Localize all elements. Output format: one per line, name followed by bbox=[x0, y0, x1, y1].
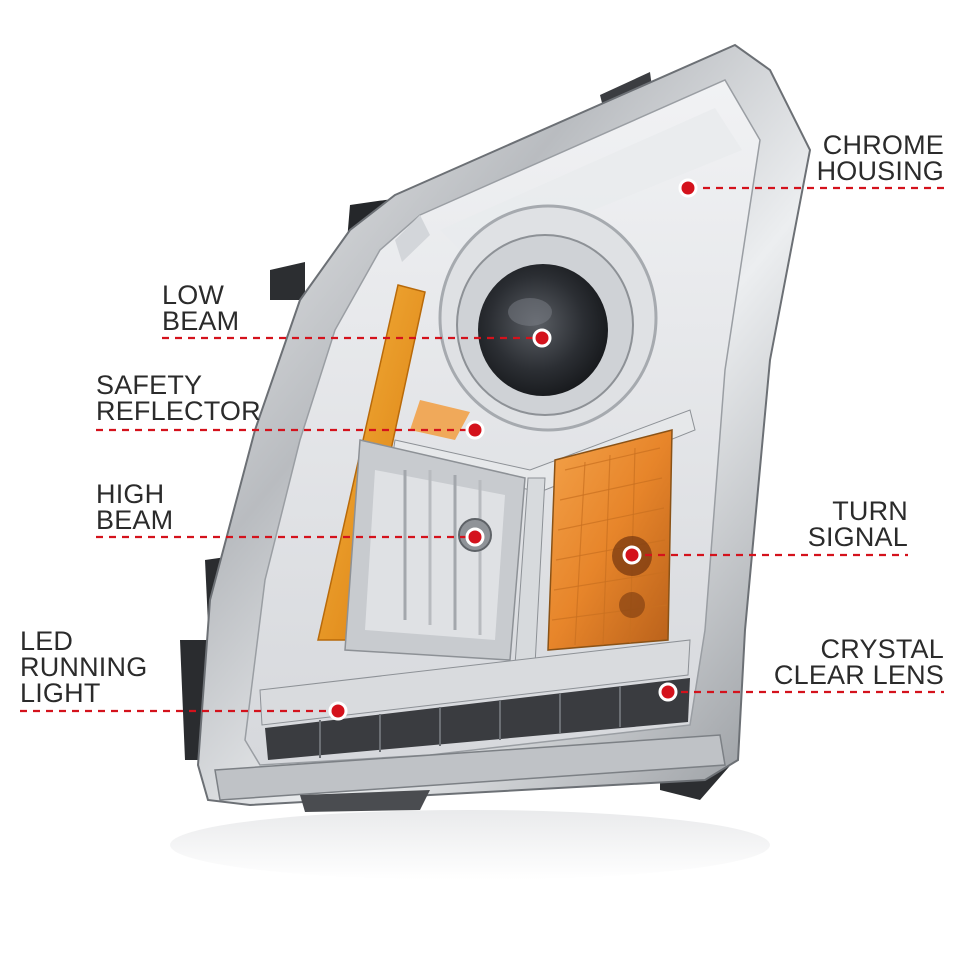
floor-shadow bbox=[170, 810, 770, 880]
label-line: BEAM bbox=[162, 306, 240, 336]
label-line: LOW bbox=[162, 280, 225, 310]
label-turn-signal: TURN SIGNAL bbox=[807, 496, 908, 552]
turn-signal-block bbox=[547, 429, 673, 651]
marker-turn-signal bbox=[622, 545, 642, 565]
label-low-beam: LOW BEAM bbox=[162, 280, 240, 336]
label-line: HIGH bbox=[96, 479, 165, 509]
marker-low-beam bbox=[532, 328, 552, 348]
label-safety-reflector: SAFETY REFLECTOR bbox=[96, 370, 261, 426]
label-line: BEAM bbox=[96, 505, 174, 535]
label-line: SIGNAL bbox=[807, 522, 908, 552]
label-line: TURN bbox=[832, 496, 908, 526]
label-line: LIGHT bbox=[20, 678, 101, 708]
label-line: CRYSTAL bbox=[820, 634, 944, 664]
marker-high-beam bbox=[465, 527, 485, 547]
marker-crystal-clear-lens bbox=[658, 682, 678, 702]
projector bbox=[438, 204, 658, 432]
label-chrome-housing: CHROME HOUSING bbox=[816, 130, 944, 186]
label-high-beam: HIGH BEAM bbox=[96, 479, 174, 535]
label-line: SAFETY bbox=[96, 370, 203, 400]
label-crystal-clear-lens: CRYSTAL CLEAR LENS bbox=[773, 634, 944, 690]
high-beam-reflector bbox=[344, 439, 526, 661]
label-line: REFLECTOR bbox=[96, 396, 261, 426]
label-line: RUNNING bbox=[20, 652, 148, 682]
label-line: HOUSING bbox=[816, 156, 944, 186]
markers bbox=[328, 178, 698, 721]
marker-chrome-housing bbox=[678, 178, 698, 198]
label-line: LED bbox=[20, 626, 74, 656]
label-led-running-light: LED RUNNING LIGHT bbox=[20, 626, 148, 708]
label-line: CLEAR LENS bbox=[773, 660, 944, 690]
marker-safety-reflector bbox=[465, 420, 485, 440]
leader-lines bbox=[20, 186, 944, 713]
marker-led-running-light bbox=[328, 701, 348, 721]
label-line: CHROME bbox=[822, 130, 944, 160]
led-strip bbox=[259, 639, 691, 760]
